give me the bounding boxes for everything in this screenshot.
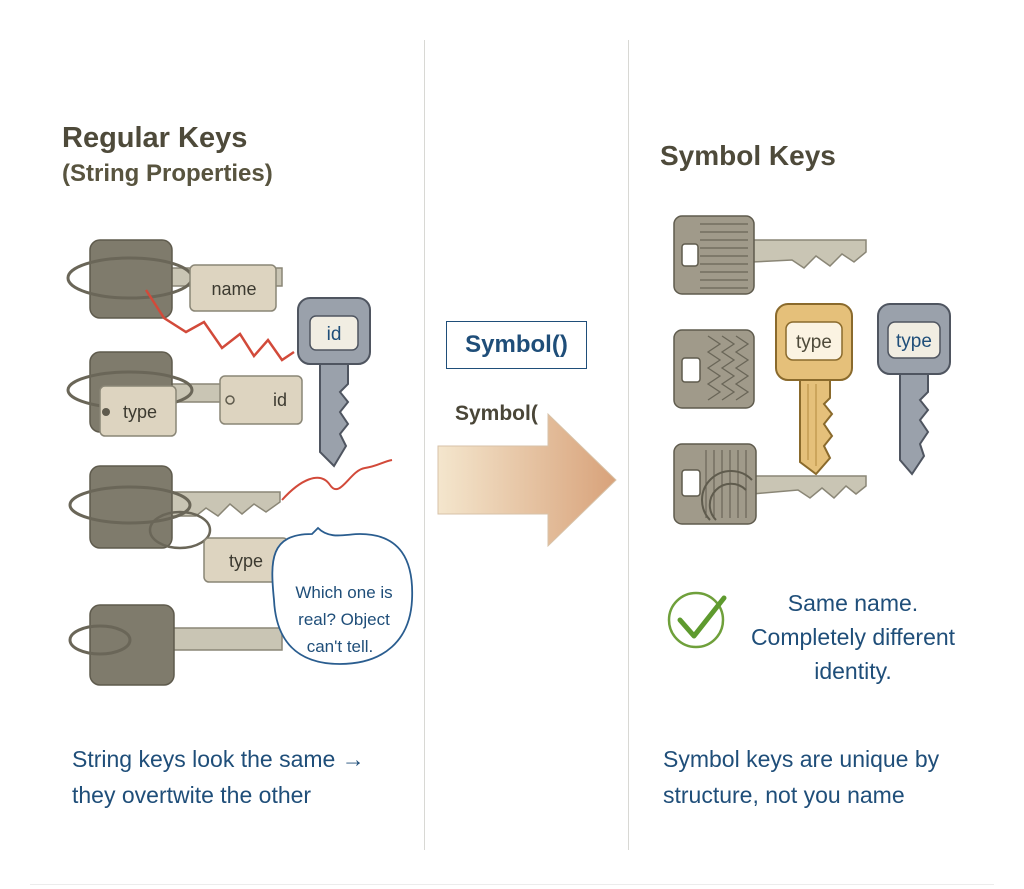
check-icon: [667, 591, 727, 649]
symbol-key-striped: [673, 215, 867, 295]
left-caption: String keys look the same → they overtwi…: [72, 741, 417, 813]
gold-key-text: type: [796, 332, 832, 353]
symbol-keys-title: Symbol Keys: [660, 140, 836, 171]
regular-key-4: [68, 604, 283, 686]
regular-keys-title: Regular Keys: [62, 122, 248, 154]
identity-note-line-3: identity.: [814, 658, 892, 684]
left-caption-line-2: they overtwite the other: [72, 782, 312, 808]
silver-symbol-key: type: [877, 303, 951, 476]
red-scribble-2: [281, 459, 393, 501]
regular-keys-subtitle: (String Properties): [62, 160, 273, 187]
bubble-line-2: real? Object: [298, 610, 390, 629]
identity-note-line-1: Same name.: [787, 590, 919, 616]
id-tag-small-text: id: [273, 390, 287, 410]
identity-note-line-2: Completely different: [750, 624, 956, 650]
regular-key-3: type: [68, 465, 289, 583]
left-caption-line-1: String keys look the same →: [72, 746, 365, 772]
type-tag-2-text: type: [229, 551, 263, 571]
right-caption-line-1: Symbol keys are unique by: [663, 746, 940, 772]
silver-key-text: type: [896, 331, 932, 352]
bubble-line-1: Which one is: [295, 583, 392, 602]
right-divider: [628, 40, 629, 850]
bottom-rule: [30, 884, 994, 885]
left-divider: [424, 40, 425, 850]
identity-note: Same name. Completely different identity…: [722, 586, 984, 688]
symbol-constructor-box: Symbol(): [446, 321, 587, 369]
regular-key-2: type id: [66, 351, 303, 437]
name-tag-text: name: [211, 279, 256, 299]
speech-bubble: Which one is real? Object can't tell.: [271, 526, 414, 665]
right-caption: Symbol keys are unique by structure, not…: [663, 741, 993, 813]
gold-symbol-key: type: [775, 303, 853, 476]
id-key-text: id: [327, 324, 342, 345]
type-tag-1-text: type: [123, 402, 157, 422]
regular-key-1: name: [66, 239, 283, 319]
transform-arrow: [437, 412, 617, 548]
id-vertical-key: id: [297, 297, 371, 468]
symbol-arrow-label: Symbol(: [455, 402, 538, 425]
symbol-key-zigzag: [673, 329, 755, 409]
symbol-key-arc: [673, 443, 867, 525]
red-scribble-1: [144, 289, 295, 362]
bubble-line-3: can't tell.: [307, 637, 374, 656]
right-caption-line-2: structure, not you name: [663, 782, 905, 808]
